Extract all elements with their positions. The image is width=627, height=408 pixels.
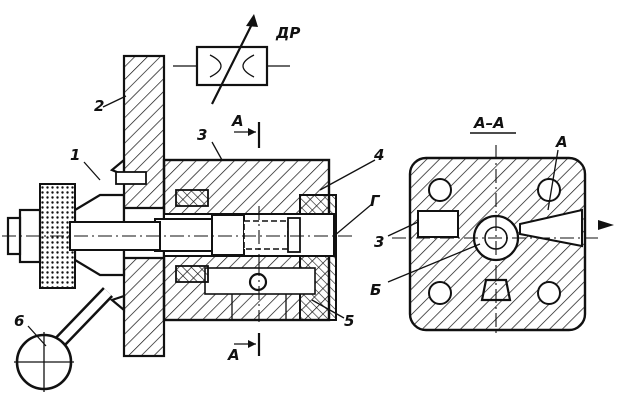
label-part-6: 6 [14, 312, 24, 330]
label-part-5: 5 [344, 312, 354, 330]
label-part-1: 1 [70, 146, 80, 164]
label-part-2: 2 [94, 97, 104, 115]
section-cut-markers [234, 122, 261, 356]
label-section-detail-a: А [555, 133, 568, 151]
label-part-3-section: 3 [374, 233, 384, 251]
label-section-title: А–А [473, 114, 505, 132]
mounting-plate [122, 54, 166, 358]
label-part-3-top: 3 [197, 126, 207, 144]
valve-body [154, 158, 337, 322]
label-throttle: ДР [275, 24, 300, 42]
label-section-mark-bottom: А [227, 346, 240, 364]
lever-handle [14, 287, 114, 392]
leader-lines [27, 95, 559, 347]
label-part-g: Г [370, 192, 381, 210]
label-part-4: 4 [373, 146, 384, 164]
label-section-mark-top: А [231, 112, 244, 130]
label-part-b: Б [370, 281, 381, 299]
throttle-symbol [173, 14, 290, 105]
section-view [392, 145, 614, 336]
